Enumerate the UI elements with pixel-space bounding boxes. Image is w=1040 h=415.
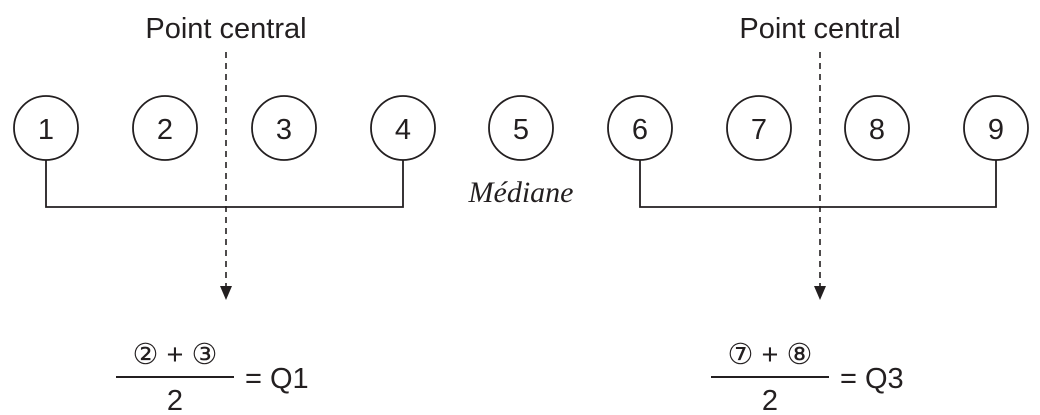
circle-3: 3 (251, 95, 317, 161)
circle-1-label: 1 (38, 114, 54, 146)
circle-4-label: 4 (395, 114, 411, 146)
circle-5: 5 (488, 95, 554, 161)
circle-2: 2 (132, 95, 198, 161)
q1-result: = Q1 (245, 363, 309, 395)
left-heading-point-central: Point central (145, 13, 306, 45)
circle-7: 7 (726, 95, 792, 161)
q1-formula: ② + ③ 2 = Q1 (116, 339, 309, 415)
circle-9: 9 (963, 95, 1029, 161)
circle-4: 4 (370, 95, 436, 161)
circle-7-label: 7 (751, 114, 767, 146)
circle-3-label: 3 (276, 114, 292, 146)
lower-half-bracket (45, 160, 404, 208)
median-label: Médiane (468, 176, 574, 209)
right-heading-point-central: Point central (739, 13, 900, 45)
circle-5-label: 5 (513, 114, 529, 146)
q3-denominator: 2 (762, 385, 778, 415)
circle-1: 1 (13, 95, 79, 161)
circle-9-label: 9 (988, 114, 1004, 146)
upper-half-bracket (639, 160, 997, 208)
left-arrow-down-icon (220, 286, 232, 300)
circle-6: 6 (607, 95, 673, 161)
circle-8-label: 8 (869, 114, 885, 146)
circle-6-label: 6 (632, 114, 648, 146)
circle-2-label: 2 (157, 114, 173, 146)
q3-formula: ⑦ + ⑧ 2 = Q3 (711, 339, 904, 415)
q3-numerator: ⑦ + ⑧ (727, 339, 812, 371)
q3-result: = Q3 (840, 363, 904, 395)
q1-denominator: 2 (167, 385, 183, 415)
q1-numerator: ② + ③ (132, 339, 217, 371)
circle-8: 8 (844, 95, 910, 161)
right-arrow-down-icon (814, 286, 826, 300)
